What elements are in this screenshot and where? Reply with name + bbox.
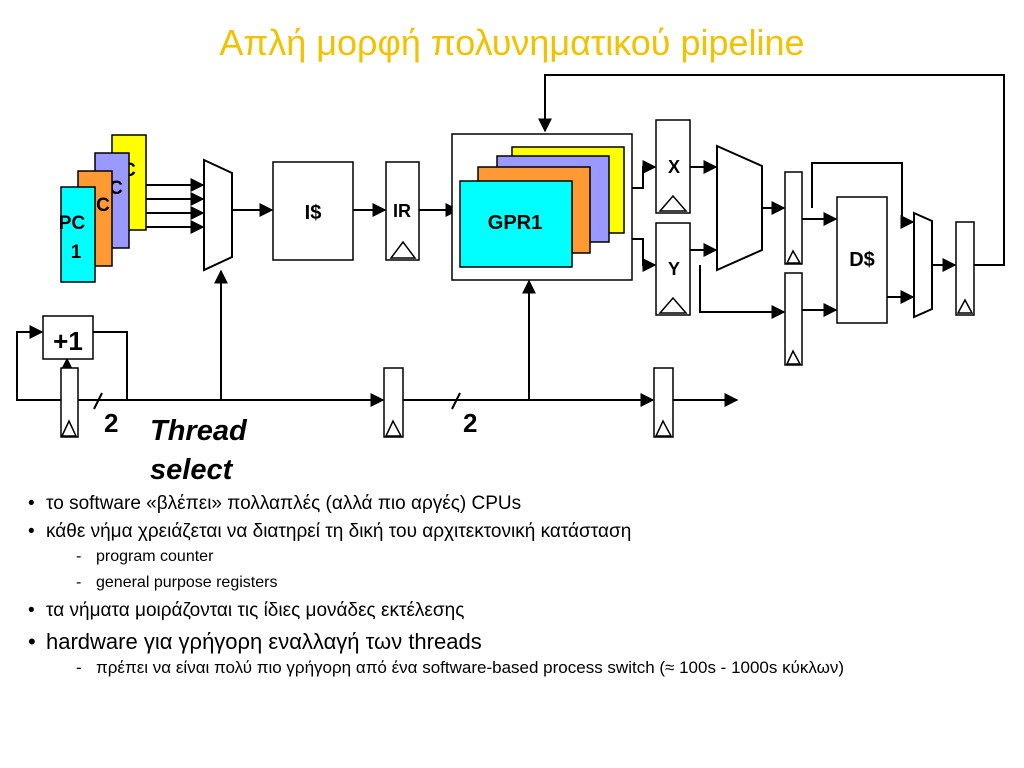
thread-latch-1: [60, 367, 79, 438]
thread-latch-3-clock-icon: [654, 419, 673, 437]
instruction-cache-label: I$: [305, 202, 322, 224]
thread-select-label-line2: select: [150, 454, 234, 486]
bullet-item: το software «βλέπει» πολλαπλές (αλλά πιο…: [28, 492, 1008, 516]
thread-latch-3: [653, 367, 674, 438]
sub-bullet-item: -πρέπει να είναι πολύ πιο γρήγορη από έν…: [76, 658, 845, 677]
data-cache-label: D$: [849, 249, 875, 271]
bullet-text: κάθε νήμα χρειάζεται να διατηρεί τη δική…: [46, 521, 632, 542]
pc-context-1-label-line2: 1: [71, 242, 82, 263]
thread-latch-1-clock-icon: [60, 419, 78, 437]
bus-width-slash-right: [451, 392, 461, 410]
thread-latch-2: [383, 367, 404, 438]
bus-width-slash-left: [93, 392, 103, 410]
bullet-item: τα νήματα μοιράζονται τις ίδιες μονάδες …: [28, 599, 1008, 623]
bullet-text: τα νήματα μοιράζονται τις ίδιες μονάδες …: [46, 600, 465, 621]
alu-output-latch: [784, 171, 803, 265]
thread-latch-2-clock-icon: [384, 419, 403, 437]
instruction-cache: [272, 161, 354, 261]
slide-title: Απλή μορφή πολυνηματικού pipeline: [219, 22, 805, 63]
sub-bullet-text: general purpose registers: [96, 574, 278, 591]
alu-output-latch-clock-icon: [785, 249, 802, 264]
pc-context-stack: C C C PC 1: [59, 134, 147, 283]
instruction-register-label: IR: [393, 201, 411, 221]
writeback-latch-clock-icon: [956, 298, 974, 314]
incrementer-label: +1: [53, 326, 83, 356]
thread-select-mux: [203, 158, 233, 272]
thread-select-label-line1: Thread: [150, 415, 248, 447]
sub-bullet-item: -general purpose registers: [76, 574, 278, 591]
sub-bullet-item: -program counter: [76, 548, 214, 565]
pc-context-1: [60, 186, 96, 283]
bullet-item: κάθε νήμα χρειάζεται να διατηρεί τη δική…: [28, 520, 1008, 544]
gpr-label: GPR1: [488, 212, 542, 234]
x-latch-label: X: [668, 157, 680, 177]
pc-context-1-label-line1: PC: [59, 213, 86, 234]
sub-bullet-text: πρέπει να είναι πολύ πιο γρήγορη από ένα…: [96, 658, 845, 677]
store-data-latch: [784, 272, 803, 366]
x-latch-clock-icon: [658, 194, 688, 212]
writeback-mux: [913, 211, 933, 319]
bus-width-right-label: 2: [463, 408, 477, 438]
pipeline-diagram: C C C PC 1 I$ IR GPR1 X Y: [16, 74, 1005, 486]
bullet-item: hardware για γρήγορη εναλλαγή των thread…: [28, 629, 1008, 655]
writeback-latch: [955, 221, 975, 316]
data-cache: [836, 196, 888, 324]
ir-clock-icon: [389, 240, 417, 259]
y-latch-clock-icon: [658, 296, 688, 314]
bullet-text: hardware για γρήγορη εναλλαγή των thread…: [46, 629, 482, 654]
pc-context-2-label: C: [96, 195, 110, 216]
bullet-list: το software «βλέπει» πολλαπλές (αλλά πιο…: [28, 488, 1008, 684]
bullet-text: το software «βλέπει» πολλαπλές (αλλά πιο…: [46, 493, 522, 514]
y-latch-label: Y: [668, 259, 680, 279]
gpr-context-1: [459, 180, 573, 268]
sub-bullet-text: program counter: [96, 548, 214, 565]
alu: [716, 144, 763, 272]
incrementer: [42, 315, 94, 360]
store-data-latch-clock-icon: [785, 349, 802, 365]
bus-width-left-label: 2: [104, 408, 118, 438]
